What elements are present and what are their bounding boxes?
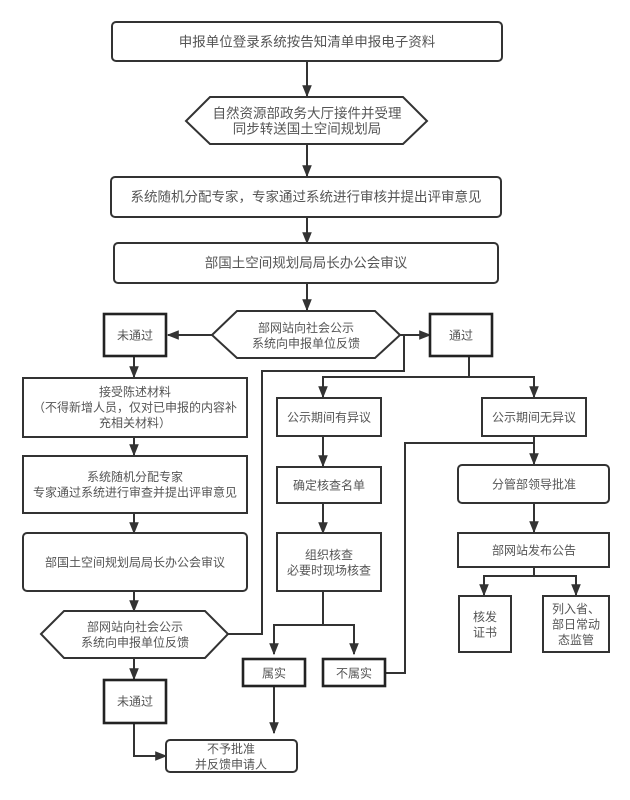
node-leader-approve: 分管部领导批准 — [457, 464, 610, 504]
node-reject: 不予批准并反馈申请人 — [165, 739, 298, 773]
node-accept-text: 自然资源部政务大厅接件并受理同步转送国土空间规划局 — [213, 105, 402, 138]
leader-approve-line: 分管部领导批准 — [492, 477, 576, 492]
node-re-meeting: 部国土空间规划局局长办公会审议 — [22, 532, 248, 592]
node-announce-text: 部网站发布公告 — [492, 543, 576, 558]
node-false-case-text: 不属实 — [336, 666, 372, 681]
objection-line: 公示期间有异议 — [287, 411, 371, 425]
edge-announce-supervision — [534, 575, 581, 597]
re-review-line: 专家通过系统进行审查并提出评审意见 — [33, 484, 237, 499]
passed-line: 通过 — [449, 329, 473, 343]
node-statement: 接受陈述材料（不得新增人员，仅对已申报的内容补充相关材料） — [22, 377, 248, 438]
supervision-line: 列入省、 — [552, 602, 600, 616]
edge-passed-branch — [318, 356, 470, 399]
node-not-passed: 未通过 — [102, 312, 168, 358]
edge-verify-false — [323, 624, 359, 656]
statement-line: （不得新增人员，仅对已申报的内容补 — [33, 400, 237, 415]
node-objection-text: 公示期间有异议 — [287, 411, 371, 425]
node-not-passed-2-text: 未通过 — [117, 695, 153, 709]
not-passed-line: 未通过 — [117, 329, 153, 343]
node-objection: 公示期间有异议 — [276, 397, 382, 437]
edge-announce-certificate — [479, 567, 535, 597]
re-publicize-line: 系统向申报单位反馈 — [81, 634, 189, 649]
edge-passed-noobjection — [469, 376, 539, 399]
true-case-line: 属实 — [262, 666, 286, 681]
publicize-line: 部网站向社会公示 — [258, 320, 354, 335]
node-verify: 组织核查必要时现场核查 — [276, 532, 382, 592]
node-confirm-list-text: 确定核查名单 — [293, 478, 365, 493]
node-supervision-text: 列入省、部日常动态监管 — [552, 602, 600, 647]
submit-line: 申报单位登录系统按告知清单申报电子资料 — [179, 34, 436, 51]
edge-republicize-objection — [228, 336, 405, 635]
node-not-passed-2: 未通过 — [102, 678, 168, 725]
node-re-meeting-text: 部国土空间规划局局长办公会审议 — [45, 555, 225, 570]
node-submit: 申报单位登录系统按告知清单申报电子资料 — [111, 21, 503, 62]
node-publicize-text: 部网站向社会公示系统向申报单位反馈 — [252, 320, 360, 351]
statement-line: 接受陈述材料 — [99, 384, 171, 399]
node-no-objection: 公示期间无异议 — [481, 397, 587, 437]
node-reject-text: 不予批准并反馈申请人 — [195, 741, 267, 772]
node-certificate: 核发证书 — [458, 595, 512, 653]
meeting-line: 部国土空间规划局局长办公会审议 — [205, 256, 408, 272]
supervision-line: 部日常动 — [552, 617, 600, 632]
node-true-case: 属实 — [241, 657, 307, 688]
edges — [129, 61, 581, 761]
accept-line: 自然资源部政务大厅接件并受理 — [213, 105, 402, 122]
re-review-line: 系统随机分配专家 — [87, 469, 183, 484]
node-announce: 部网站发布公告 — [457, 532, 610, 568]
node-statement-text: 接受陈述材料（不得新增人员，仅对已申报的内容补充相关材料） — [33, 384, 237, 430]
verify-line: 组织核查 — [305, 548, 353, 562]
node-expert-review-text: 系统随机分配专家，专家通过系统进行审核并提出评审意见 — [131, 189, 482, 206]
re-publicize-line: 部网站向社会公示 — [87, 619, 183, 634]
false-case-line: 不属实 — [336, 666, 372, 681]
node-true-case-text: 属实 — [262, 666, 286, 681]
node-false-case: 不属实 — [321, 657, 387, 688]
expert-review-line: 系统随机分配专家，专家通过系统进行审核并提出评审意见 — [131, 189, 482, 206]
node-accept: 自然资源部政务大厅接件并受理同步转送国土空间规划局 — [184, 96, 429, 145]
node-meeting-text: 部国土空间规划局局长办公会审议 — [205, 256, 408, 272]
certificate-line: 核发 — [473, 609, 497, 624]
reject-line: 不予批准 — [207, 741, 255, 756]
node-no-objection-text: 公示期间无异议 — [492, 411, 576, 425]
node-re-review-text: 系统随机分配专家专家通过系统进行审查并提出评审意见 — [33, 469, 237, 500]
node-not-passed-text: 未通过 — [117, 329, 153, 343]
edge-notpassed2-reject — [133, 723, 168, 761]
node-passed: 通过 — [428, 312, 494, 358]
node-passed-text: 通过 — [449, 329, 473, 343]
edge-verify-split — [269, 591, 324, 656]
not-passed-2-line: 未通过 — [117, 695, 153, 709]
node-verify-text: 组织核查必要时现场核查 — [287, 548, 371, 578]
no-objection-line: 公示期间无异议 — [492, 411, 576, 425]
nodes: 申报单位登录系统按告知清单申报电子资料 自然资源部政务大厅接件并受理同步转送国土… — [22, 21, 610, 773]
re-meeting-line: 部国土空间规划局局长办公会审议 — [45, 555, 225, 570]
reject-line: 并反馈申请人 — [195, 757, 267, 771]
verify-line: 必要时现场核查 — [287, 563, 371, 577]
statement-line: 充相关材料） — [99, 415, 171, 430]
announce-line: 部网站发布公告 — [492, 543, 576, 558]
node-re-publicize: 部网站向社会公示系统向申报单位反馈 — [39, 610, 230, 659]
node-meeting: 部国土空间规划局局长办公会审议 — [113, 242, 499, 284]
node-supervision: 列入省、部日常动态监管 — [542, 595, 610, 653]
accept-line: 同步转送国土空间规划局 — [233, 121, 382, 137]
node-submit-text: 申报单位登录系统按告知清单申报电子资料 — [179, 34, 436, 51]
node-expert-review: 系统随机分配专家，专家通过系统进行审核并提出评审意见 — [110, 176, 502, 218]
edge-false-noobjection-path — [385, 442, 534, 674]
node-publicize: 部网站向社会公示系统向申报单位反馈 — [210, 310, 402, 359]
confirm-list-line: 确定核查名单 — [293, 478, 365, 493]
certificate-line: 证书 — [473, 625, 497, 639]
node-confirm-list: 确定核查名单 — [276, 466, 382, 504]
node-re-review: 系统随机分配专家专家通过系统进行审查并提出评审意见 — [22, 455, 248, 514]
supervision-line: 态监管 — [558, 632, 594, 647]
publicize-line: 系统向申报单位反馈 — [252, 335, 360, 350]
node-re-publicize-text: 部网站向社会公示系统向申报单位反馈 — [81, 619, 189, 650]
node-leader-approve-text: 分管部领导批准 — [492, 477, 576, 492]
node-certificate-text: 核发证书 — [473, 609, 497, 640]
